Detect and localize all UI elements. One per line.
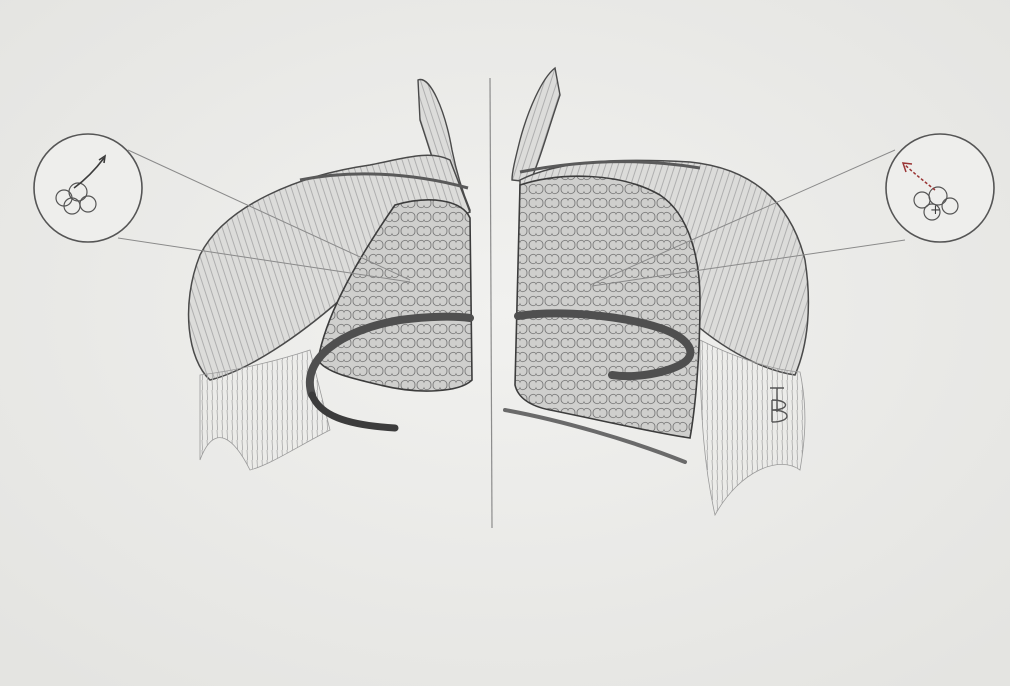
left-inset xyxy=(34,134,142,242)
exhale-pressure-glyph: + xyxy=(930,203,941,218)
left-inset-circle xyxy=(34,134,142,242)
right-inset: + xyxy=(886,134,994,242)
right-inset-circle xyxy=(886,134,994,242)
right-lung xyxy=(515,176,700,438)
